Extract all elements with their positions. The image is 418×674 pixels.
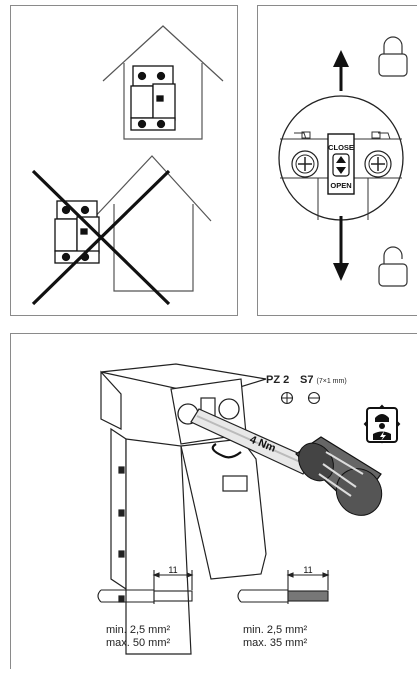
slot-screw-icon [307, 391, 321, 405]
strip-length-1: 11 [168, 565, 177, 575]
s-label: S7 [300, 374, 314, 386]
electrician-icon [363, 404, 401, 444]
cross-icon [31, 169, 171, 306]
s-label-group: S7 (7×1 mm) [300, 374, 347, 386]
padlock-closed-icon [378, 36, 408, 77]
pz-label: PZ 2 [266, 374, 290, 386]
wire-solid [97, 570, 194, 604]
wire-stranded-min: min. 2,5 mm² [243, 624, 308, 636]
open-label: OPEN [330, 181, 351, 190]
wire-solid-min: min. 2,5 mm² [106, 624, 171, 636]
panel-indoor-installation [10, 5, 238, 316]
house-icon-bottom [90, 155, 212, 292]
wire-stranded-max: max. 35 mm² [243, 637, 308, 649]
wiring-illustration: 4 Nm 11 [97, 363, 401, 655]
panel-wiring: 4 Nm 11 [10, 333, 417, 669]
lock-illustration: CLOSE OPEN [278, 36, 408, 287]
phillips-screw-icon-right [364, 150, 392, 178]
indoor-illustration [31, 25, 224, 306]
s-note: (7×1 mm) [316, 378, 347, 385]
arrow-up-icon [333, 50, 349, 91]
arrow-down-icon [333, 216, 349, 281]
phillips-screw-icon [280, 391, 294, 405]
phillips-screw-icon-left [291, 150, 319, 178]
wire-solid-spec: min. 2,5 mm² max. 50 mm² [106, 624, 170, 650]
wire-stranded [237, 570, 330, 604]
device-icon-outside [54, 200, 100, 264]
lock-detail: CLOSE OPEN [278, 95, 404, 221]
wire-solid-max: max. 50 mm² [106, 637, 171, 649]
device-icon [130, 65, 176, 131]
close-label: CLOSE [328, 143, 354, 152]
house-icon [102, 25, 224, 140]
strip-length-2: 11 [303, 565, 312, 575]
padlock-open-icon [378, 246, 408, 287]
panel-lock-unlock: CLOSE OPEN [257, 5, 417, 316]
wire-stranded-spec: min. 2,5 mm² max. 35 mm² [243, 624, 307, 650]
screwdriver [190, 408, 383, 516]
